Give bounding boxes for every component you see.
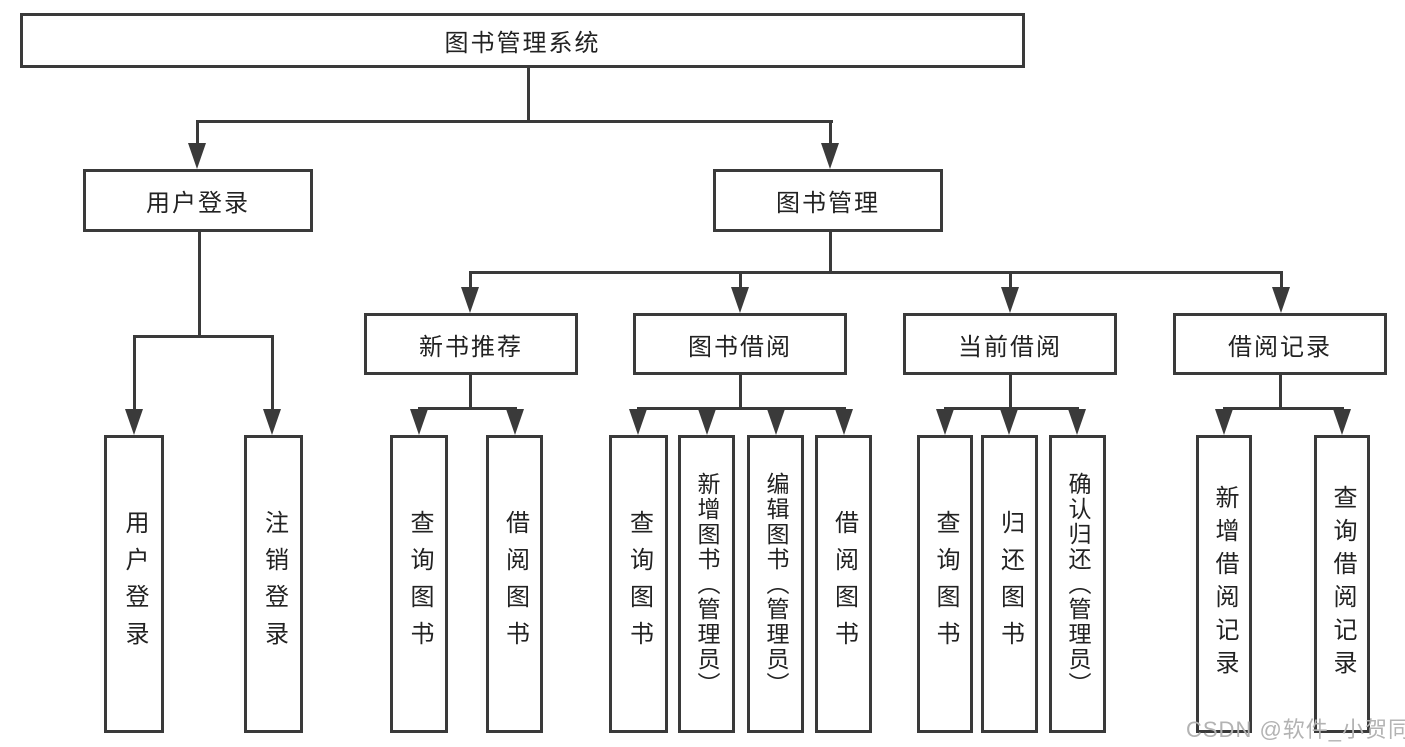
arrow-cb-confirm (1068, 409, 1086, 435)
leaf-cb-confirm-return-admin-label: 确认归还（管理员） (1065, 471, 1091, 697)
arrow-cb-query (936, 409, 954, 435)
node-root: 图书管理系统 (20, 13, 1025, 68)
connector-borrow-records-branch (1223, 407, 1343, 410)
leaf-bb-borrow-books: 借阅图书 (815, 435, 872, 733)
node-book-borrow-label: 图书借阅 (688, 333, 792, 361)
leaf-logout-label: 注销登录 (260, 510, 288, 658)
leaf-nb-query-books-label: 查询图书 (406, 510, 433, 658)
leaf-br-query-record-label: 查询借阅记录 (1329, 485, 1356, 683)
leaf-cb-query-books-label: 查询图书 (932, 510, 959, 658)
connector-drop-book-borrow (739, 271, 742, 289)
leaf-bb-query-books: 查询图书 (609, 435, 668, 733)
connector-drop-new-books (469, 271, 472, 289)
arrow-cb-return (1000, 409, 1018, 435)
leaf-bb-query-books-label: 查询图书 (625, 510, 653, 658)
arrow-user-login (188, 143, 206, 169)
connector-level2-branch (196, 120, 833, 123)
watermark-text: CSDN @软件_小贺同学 (1186, 717, 1405, 742)
leaf-br-query-record: 查询借阅记录 (1314, 435, 1370, 733)
leaf-cb-return-books-label: 归还图书 (996, 510, 1024, 658)
node-borrow-records-label: 借阅记录 (1228, 333, 1332, 361)
node-current-borrow: 当前借阅 (903, 313, 1117, 375)
leaf-nb-borrow-books: 借阅图书 (486, 435, 543, 733)
connector-drop-leaf-logout (271, 335, 274, 410)
connector-current-borrow-branch (945, 407, 1079, 410)
arrow-leaf-login (125, 409, 143, 435)
leaf-bb-edit-books-admin-label: 编辑图书（管理员） (763, 471, 789, 697)
leaf-cb-confirm-return-admin: 确认归还（管理员） (1049, 435, 1106, 733)
connector-book-borrow-stem (739, 375, 742, 407)
connector-new-books-stem (469, 375, 472, 407)
arrow-nb-borrow (506, 409, 524, 435)
connector-drop-user-login (196, 120, 199, 143)
arrow-new-books (461, 287, 479, 313)
arrow-book-management (821, 143, 839, 169)
node-new-book-recommend: 新书推荐 (364, 313, 578, 375)
leaf-bb-add-books-admin: 新增图书（管理员） (678, 435, 735, 733)
connector-book-borrow-branch (637, 407, 845, 410)
arrow-bb-borrow (835, 409, 853, 435)
arrow-bb-edit (767, 409, 785, 435)
leaf-cb-query-books: 查询图书 (917, 435, 973, 733)
arrow-book-borrow (731, 287, 749, 313)
leaf-cb-return-books: 归还图书 (981, 435, 1038, 733)
node-book-management: 图书管理 (713, 169, 943, 232)
leaf-logout: 注销登录 (244, 435, 303, 733)
connector-book-management-stem (829, 232, 832, 271)
connector-new-books-branch (418, 407, 516, 410)
arrow-leaf-logout (263, 409, 281, 435)
connector-level3-branch (469, 271, 1282, 274)
arrow-current-borrow (1001, 287, 1019, 313)
node-book-borrow: 图书借阅 (633, 313, 847, 375)
connector-user-login-branch (133, 335, 274, 338)
node-user-login: 用户登录 (83, 169, 313, 232)
leaf-nb-query-books: 查询图书 (390, 435, 448, 733)
connector-drop-leaf-login (133, 335, 136, 410)
arrow-bb-query (629, 409, 647, 435)
arrow-bb-add (698, 409, 716, 435)
connector-current-borrow-stem (1009, 375, 1012, 407)
connector-root-stem (527, 68, 530, 120)
arrow-nb-query (410, 409, 428, 435)
node-root-label: 图书管理系统 (444, 30, 601, 57)
connector-drop-book-management (829, 120, 832, 143)
node-current-borrow-label: 当前借阅 (958, 333, 1062, 361)
leaf-bb-add-books-admin-label: 新增图书（管理员） (694, 471, 720, 697)
node-borrow-records: 借阅记录 (1173, 313, 1387, 375)
connector-drop-current-borrow (1009, 271, 1012, 289)
node-new-book-recommend-label: 新书推荐 (419, 333, 523, 361)
leaf-bb-edit-books-admin: 编辑图书（管理员） (747, 435, 804, 733)
leaf-user-login: 用户登录 (104, 435, 164, 733)
node-user-login-label: 用户登录 (146, 190, 250, 217)
node-book-management-label: 图书管理 (776, 190, 880, 217)
connector-drop-borrow-records (1280, 271, 1283, 289)
connector-user-login-stem (198, 232, 201, 335)
leaf-br-add-record: 新增借阅记录 (1196, 435, 1252, 733)
connector-borrow-records-stem (1279, 375, 1282, 407)
arrow-br-query (1333, 409, 1351, 435)
leaf-br-add-record-label: 新增借阅记录 (1211, 485, 1238, 683)
leaf-user-login-label: 用户登录 (121, 510, 148, 658)
arrow-br-add (1215, 409, 1233, 435)
leaf-bb-borrow-books-label: 借阅图书 (830, 510, 858, 658)
leaf-nb-borrow-books-label: 借阅图书 (501, 510, 529, 658)
arrow-borrow-records (1272, 287, 1290, 313)
